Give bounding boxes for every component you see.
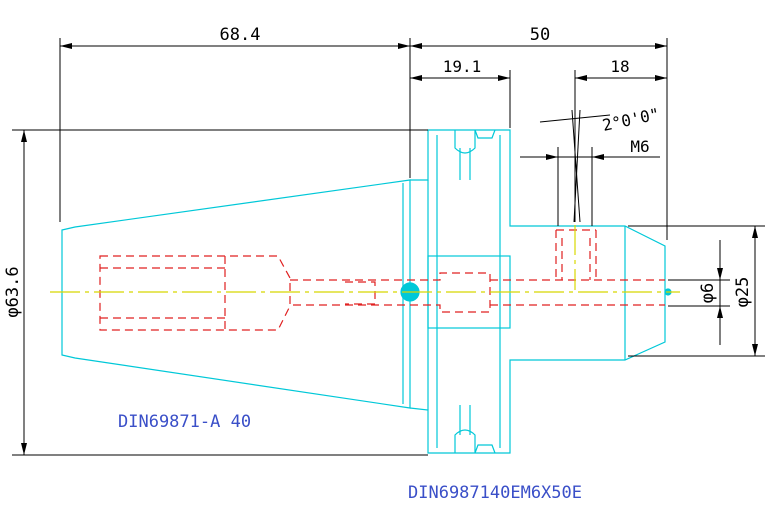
arrow-19-left — [410, 75, 422, 81]
dim-text-25: φ25 — [733, 277, 753, 308]
taper-standard-label: DIN69871-A 40 — [118, 412, 251, 432]
notch-top — [474, 129, 496, 139]
arrow-68-left — [60, 43, 72, 49]
arrow-63-top — [21, 130, 27, 142]
dim-text-68: 68.4 — [220, 25, 261, 45]
dimensions — [12, 38, 765, 456]
arrow-63-bottom — [21, 443, 27, 455]
dim-text-angle: 2°0'0" — [601, 104, 661, 135]
arrow-m6-right — [592, 154, 604, 160]
angle-line — [571, 109, 581, 223]
notch-bottom — [474, 444, 496, 454]
arrow-m6-left — [546, 154, 558, 160]
arrow-50-left — [410, 43, 422, 49]
v-groove-top-lines — [459, 148, 471, 180]
v-groove-bottom-lines — [459, 405, 471, 435]
arrow-6-top — [717, 268, 723, 280]
v-groove-bottom — [454, 429, 476, 453]
arrow-25-top — [752, 226, 758, 238]
arrow-68-right — [398, 43, 410, 49]
dim-text-m6: M6 — [630, 137, 649, 156]
centerlines — [50, 225, 680, 293]
arrow-50-right — [655, 43, 667, 49]
dim-text-18: 18 — [610, 57, 629, 76]
part-number-label: DIN6987140EM6X50E — [408, 483, 582, 503]
arrowheads — [21, 43, 758, 455]
thread-bore — [345, 281, 376, 305]
v-groove-top — [454, 130, 476, 154]
dim-text-50: 50 — [530, 25, 550, 45]
arrow-6-bottom — [717, 306, 723, 318]
dim-text-19: 19.1 — [443, 57, 482, 76]
angle-leader-1 — [539, 114, 611, 123]
coolant-channel — [490, 279, 665, 306]
hidden-lines — [99, 229, 665, 331]
arrow-18-left — [575, 75, 587, 81]
flange-body — [409, 129, 666, 454]
dim-text-6: φ6 — [698, 283, 718, 303]
drawbar-bore — [99, 255, 291, 331]
taper-cone — [61, 179, 411, 409]
set-screw-hole — [555, 229, 597, 280]
arrow-25-bottom — [752, 344, 758, 356]
dim-text-63: φ63.6 — [3, 266, 23, 317]
angle-line-2 — [573, 109, 581, 223]
arrow-19-right — [498, 75, 510, 81]
arrow-18-right — [655, 75, 667, 81]
